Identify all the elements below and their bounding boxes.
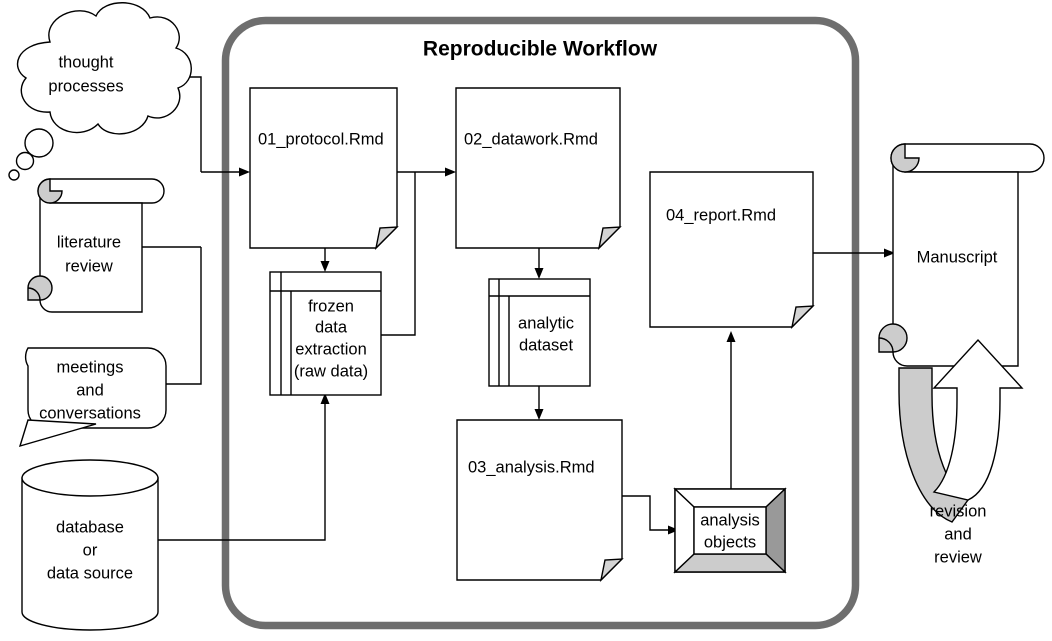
connector-group — [142, 76, 895, 541]
report-folded-corner — [790, 305, 815, 330]
analysis-objects-line-1: analysis — [700, 511, 760, 529]
arrowhead-analysis-to-objects — [668, 525, 679, 535]
input-thought-processes: thought processes — [8, 2, 192, 181]
meetings-bubble-shape — [24, 347, 167, 429]
database-line-1: database — [56, 518, 124, 536]
literature-review-curl-bottom — [27, 275, 53, 301]
arrowhead-protocol-to-datawork — [445, 167, 456, 177]
report-document-shape — [649, 171, 814, 328]
frozen-table-shape — [269, 271, 382, 396]
analysis-document-shape — [456, 419, 623, 581]
edge-meetings-to-bus — [162, 247, 202, 385]
literature-review-curl-top — [37, 178, 63, 204]
meetings-line-1: meetings — [57, 358, 124, 376]
literature-review-body — [39, 190, 143, 313]
analytic-line-2: dataset — [519, 336, 574, 354]
input-meetings-and-conversations: meetings and conversations — [18, 347, 167, 448]
manuscript-curl-arc — [878, 337, 894, 353]
datawork-folded-corner — [597, 226, 622, 251]
document-datawork: 02_datawork.Rmd — [455, 87, 622, 251]
manuscript-label: Manuscript — [917, 248, 998, 266]
meetings-line-2: and — [76, 381, 104, 399]
analysis-folded-corner — [599, 558, 624, 583]
arrowhead-objects-to-report — [726, 331, 736, 342]
datastore-analysis-objects: analysis objects — [673, 487, 787, 574]
thought-cloud-shape — [16, 2, 192, 135]
edge-analysis-to-objects — [622, 495, 672, 531]
datastore-analytic-dataset: analytic dataset — [488, 278, 591, 387]
arrowhead-analytic-to-analysis — [534, 409, 544, 420]
edge-database-to-frozen — [157, 400, 326, 541]
database-line-2: or — [83, 541, 98, 559]
thought-bubble-small — [8, 169, 20, 181]
arrowhead-protocol-to-frozen — [320, 261, 330, 272]
manuscript-curl-top — [890, 143, 920, 173]
edge-frozen-to-datawork — [381, 172, 416, 336]
output-revision-and-review: revision and review — [898, 338, 1024, 566]
frozen-line-4: (raw data) — [294, 362, 368, 380]
arrowhead-database-to-frozen — [320, 393, 330, 404]
frozen-line-3: extraction — [295, 340, 367, 358]
revision-line-3: review — [934, 548, 982, 566]
document-report: 04_report.Rmd — [649, 171, 815, 330]
report-label: 04_report.Rmd — [666, 206, 776, 224]
revision-loop-arrow — [932, 338, 1024, 501]
document-protocol: 01_protocol.Rmd — [249, 87, 399, 251]
datawork-document-shape — [455, 87, 621, 249]
thought-processes-line-2: processes — [48, 77, 123, 95]
database-cylinder-body — [21, 477, 159, 631]
thought-bubble-medium — [15, 151, 35, 171]
meetings-bubble-tail — [18, 419, 97, 448]
meetings-line-3: conversations — [39, 404, 141, 422]
diagram-title: Reproducible Workflow — [423, 38, 658, 61]
workflow-container-border — [221, 16, 860, 630]
analysis-objects-face — [693, 506, 767, 555]
input-literature-review: literature review — [27, 178, 165, 313]
protocol-folded-corner — [374, 226, 399, 251]
analytic-line-1: analytic — [518, 314, 574, 332]
literature-review-line-1: literature — [57, 233, 121, 251]
protocol-label: 01_protocol.Rmd — [258, 130, 384, 148]
revision-line-2: and — [944, 525, 972, 543]
literature-review-curl-arc — [27, 287, 41, 301]
literature-review-line-2: review — [65, 257, 113, 275]
input-database-or-data-source: database or data source — [21, 459, 159, 631]
document-analysis: 03_analysis.Rmd — [456, 419, 624, 583]
database-line-3: data source — [47, 564, 133, 582]
analysis-objects-line-2: objects — [704, 533, 756, 551]
thought-processes-line-1: thought — [58, 53, 113, 71]
arrowhead-bus-to-protocol — [239, 167, 250, 177]
arrowhead-report-to-manuscript — [884, 248, 895, 258]
arrowhead-datawork-to-analytic — [534, 268, 544, 279]
analysis-label: 03_analysis.Rmd — [468, 458, 595, 476]
analytic-table-shape — [488, 278, 591, 387]
protocol-document-shape — [249, 87, 398, 249]
thought-bubble-large — [24, 128, 54, 158]
revision-line-1: revision — [930, 502, 987, 520]
frozen-line-2: data — [315, 318, 348, 336]
datawork-label: 02_datawork.Rmd — [464, 130, 598, 148]
manuscript-curl-bottom — [878, 323, 908, 353]
datastore-frozen-data-extraction: frozen data extraction (raw data) — [269, 271, 382, 396]
output-manuscript: Manuscript — [878, 143, 1045, 367]
frozen-line-1: frozen — [308, 297, 354, 315]
database-cylinder-top — [21, 459, 159, 497]
